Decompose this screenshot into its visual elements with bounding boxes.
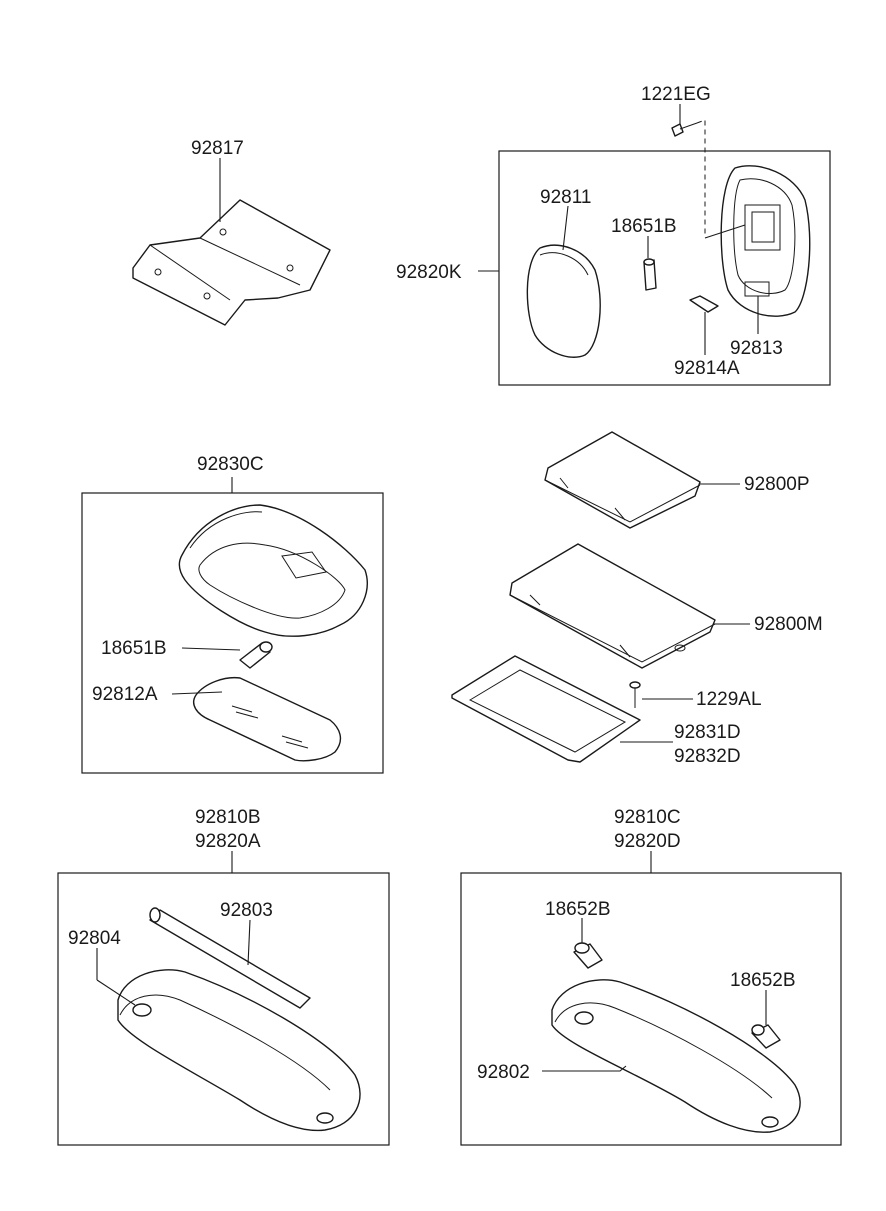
label-92811: 92811 — [540, 187, 591, 208]
label-18652B-b: 18652B — [730, 970, 796, 991]
part-92800M-pad — [509, 543, 716, 669]
part-92803-tube — [149, 907, 311, 1009]
part-92813-housing — [704, 165, 811, 317]
part-92800P-pad — [544, 431, 701, 529]
part-1229AL-screw — [629, 681, 641, 708]
label-92820D: 92820D — [614, 831, 681, 852]
label-92800P: 92800P — [744, 474, 810, 495]
part-92810C-lamp — [551, 979, 801, 1133]
label-92803: 92803 — [220, 900, 273, 921]
part-92830C-console — [178, 504, 368, 637]
label-92804: 92804 — [68, 928, 121, 949]
label-92802: 92802 — [477, 1062, 530, 1083]
label-92831D: 92831D — [674, 722, 741, 743]
part-18652B-bulb-b — [751, 1024, 781, 1049]
label-92830C: 92830C — [197, 454, 264, 475]
label-92812A: 92812A — [92, 684, 158, 705]
label-1221EG: 1221EG — [641, 84, 711, 105]
label-18651B-top: 18651B — [611, 216, 677, 237]
part-92810B-lamp — [117, 969, 361, 1132]
label-18651B-mid: 18651B — [101, 638, 167, 659]
label-92820K: 92820K — [396, 262, 462, 283]
box-92820K — [498, 150, 831, 386]
label-1229AL: 1229AL — [696, 689, 762, 710]
box-92810C — [460, 872, 842, 1146]
label-92810C: 92810C — [614, 807, 681, 828]
label-92820A: 92820A — [195, 831, 261, 852]
part-18651B-bulb-mid — [239, 641, 273, 669]
label-92813: 92813 — [730, 338, 783, 359]
label-92832D: 92832D — [674, 746, 741, 767]
part-92831D-trim — [451, 655, 641, 763]
label-92814A: 92814A — [674, 358, 740, 379]
box-92810B — [57, 872, 390, 1146]
part-92814A-clip — [689, 295, 719, 313]
part-1221EG-screw — [671, 122, 698, 137]
label-92817: 92817 — [191, 138, 244, 159]
part-18651B-bulb-top — [643, 258, 657, 291]
part-18652B-bulb-a — [573, 942, 603, 969]
part-92817-bracket — [132, 199, 331, 326]
part-92811-lens — [526, 244, 601, 358]
label-92810B: 92810B — [195, 807, 261, 828]
label-92800M: 92800M — [754, 614, 823, 635]
label-18652B-a: 18652B — [545, 899, 611, 920]
part-92812A-lens — [192, 676, 342, 762]
